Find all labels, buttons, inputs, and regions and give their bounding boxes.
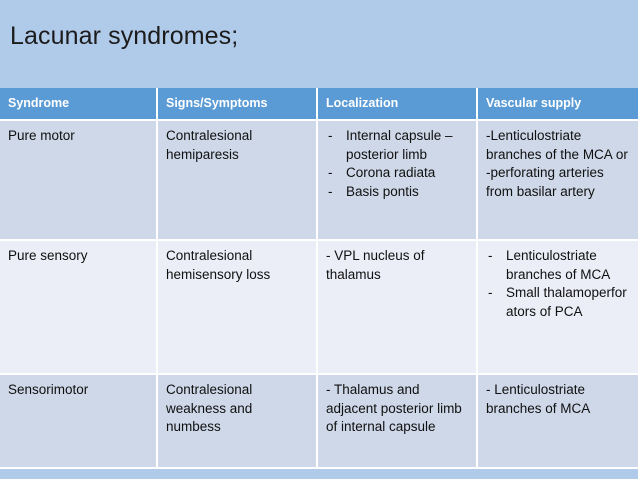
lacunar-syndromes-table: Syndrome Signs/Symptoms Localization Vas… bbox=[0, 88, 638, 469]
cell-syndrome: Pure sensory bbox=[0, 241, 158, 375]
column-header-localization: Localization bbox=[318, 88, 478, 121]
cell-vascular-supply: - Lenticulostriate branches of MCA bbox=[478, 375, 638, 469]
cell-signs-symptoms: Contralesional hemisensory loss bbox=[158, 241, 318, 375]
vascular-line: -perforating arteries from basilar arter… bbox=[486, 165, 604, 199]
list-item: -Small thalamoperforators of PCA bbox=[486, 284, 630, 321]
dash-marker-icon: - bbox=[488, 248, 493, 263]
list-item-label: Internal capsule – posterior limb bbox=[346, 128, 453, 162]
localization-line: - Thalamus and adjacent posterior limb o… bbox=[326, 382, 462, 434]
column-header-syndrome: Syndrome bbox=[0, 88, 158, 121]
dash-marker-icon: - bbox=[328, 183, 333, 199]
localization-lines: - Thalamus and adjacent posterior limb o… bbox=[326, 381, 468, 437]
list-item: -Lenticulostriate branches of MCA bbox=[486, 247, 630, 284]
dash-marker-icon: - bbox=[488, 285, 493, 300]
table-header-row: Syndrome Signs/Symptoms Localization Vas… bbox=[0, 88, 638, 121]
cell-localization: -Internal capsule – posterior limb -Coro… bbox=[318, 121, 478, 241]
vascular-line: -Lenticulostriate branches of the MCA or bbox=[486, 128, 628, 162]
vascular-lines: -Lenticulostriate branches of the MCA or… bbox=[486, 127, 630, 201]
localization-lines: - VPL nucleus of thalamus bbox=[326, 247, 468, 284]
table-row: Pure motor Contralesional hemiparesis -I… bbox=[0, 121, 638, 241]
cell-signs-symptoms: Contralesional weakness and numbess bbox=[158, 375, 318, 469]
page-title: Lacunar syndromes; bbox=[10, 22, 239, 50]
cell-syndrome: Sensorimotor bbox=[0, 375, 158, 469]
list-item-label: Corona radiata bbox=[346, 165, 436, 180]
cell-localization: - Thalamus and adjacent posterior limb o… bbox=[318, 375, 478, 469]
dash-marker-icon: - bbox=[328, 165, 333, 180]
dash-marker-icon: - bbox=[328, 128, 333, 143]
column-header-vascular-supply: Vascular supply bbox=[478, 88, 638, 121]
vascular-lines: - Lenticulostriate branches of MCA bbox=[486, 381, 630, 418]
cell-syndrome: Pure motor bbox=[0, 121, 158, 241]
list-item-label: Lenticulostriate branches of MCA bbox=[506, 248, 611, 282]
list-item-label: Basis pontis bbox=[346, 183, 419, 199]
vascular-line: - Lenticulostriate branches of MCA bbox=[486, 382, 591, 416]
cell-localization: - VPL nucleus of thalamus bbox=[318, 241, 478, 375]
list-item: -Internal capsule – posterior limb bbox=[326, 127, 468, 164]
cell-vascular-supply: -Lenticulostriate branches of the MCA or… bbox=[478, 121, 638, 241]
list-item: -Basis pontis bbox=[326, 183, 468, 202]
table-row: Sensorimotor Contralesional weakness and… bbox=[0, 375, 638, 469]
localization-list: -Internal capsule – posterior limb -Coro… bbox=[326, 127, 468, 201]
list-item-label: Small thalamoperforators of PCA bbox=[506, 285, 627, 319]
vascular-list: -Lenticulostriate branches of MCA -Small… bbox=[486, 247, 630, 321]
table-row: Pure sensory Contralesional hemisensory … bbox=[0, 241, 638, 375]
localization-line: - VPL nucleus of thalamus bbox=[326, 248, 425, 282]
column-header-signs-symptoms: Signs/Symptoms bbox=[158, 88, 318, 121]
lacunar-syndromes-table-container: Syndrome Signs/Symptoms Localization Vas… bbox=[0, 88, 638, 469]
cell-vascular-supply: -Lenticulostriate branches of MCA -Small… bbox=[478, 241, 638, 375]
cell-signs-symptoms: Contralesional hemiparesis bbox=[158, 121, 318, 241]
list-item: -Corona radiata bbox=[326, 164, 468, 183]
